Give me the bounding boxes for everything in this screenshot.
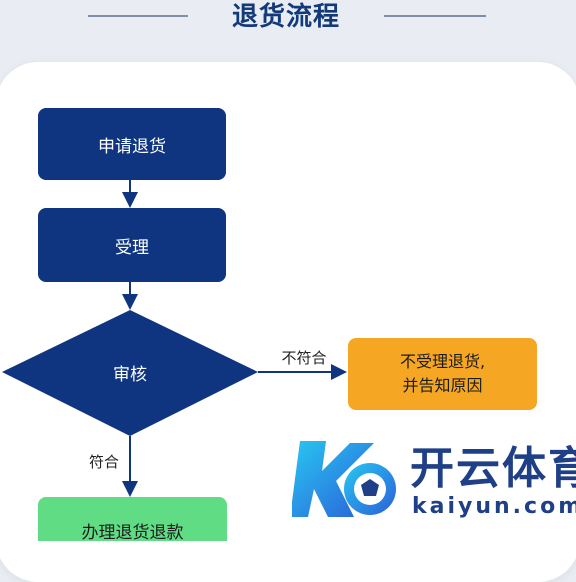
- node-reject-label: 不受理退货, 并告知原因: [348, 338, 537, 410]
- header-divider-right: [384, 15, 486, 17]
- node-reject-line1: 不受理退货,: [399, 352, 486, 371]
- node-review-decision: [2, 310, 258, 436]
- header: 退货流程: [0, 0, 576, 40]
- node-review-label: 审核: [113, 364, 147, 385]
- node-reject-line2: 并告知原因: [402, 376, 483, 395]
- flowchart: 不符合 符合: [2, 108, 537, 541]
- page-title: 退货流程: [231, 2, 340, 32]
- edge-label-not-match: 不符合: [281, 349, 326, 367]
- watermark-logo: 开云体育 kaiyun.com: [292, 437, 576, 525]
- node-apply-return: [38, 108, 226, 180]
- header-divider-left: [88, 15, 188, 17]
- watermark-chinese: 开云体育: [410, 443, 576, 494]
- watermark-english: kaiyun.com: [412, 494, 576, 519]
- node-refund: [38, 497, 227, 541]
- node-apply-return-label: 申请退货: [98, 136, 166, 157]
- node-accept: [38, 208, 226, 282]
- node-refund-label: 办理退货退款: [81, 522, 184, 543]
- node-accept-label: 受理: [115, 237, 149, 258]
- kaiyun-logo-icon: [292, 441, 396, 517]
- edge-label-match: 符合: [89, 453, 119, 471]
- node-reject: [348, 338, 537, 410]
